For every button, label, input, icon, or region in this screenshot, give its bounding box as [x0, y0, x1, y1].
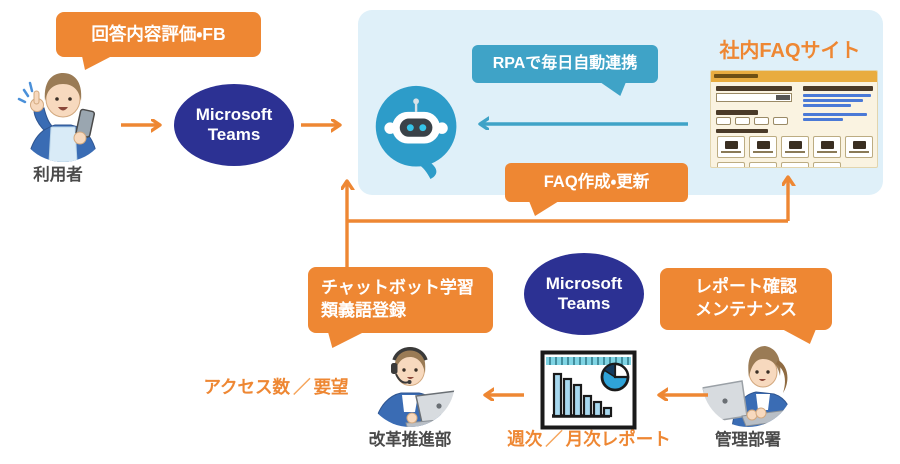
teams-node-user-side: Microsoft Teams — [174, 84, 294, 166]
user-person-illustration — [17, 73, 99, 162]
faq-shot-link — [803, 104, 851, 107]
label-access-part1: アクセス数 — [203, 377, 291, 397]
label-access-requests: アクセス数／要望 — [196, 374, 356, 399]
kanri-person-illustration — [702, 346, 794, 427]
faq-shot-category-card — [813, 136, 841, 158]
faq-shot-category-card — [749, 136, 777, 158]
teams-node-admin-side: Microsoft Teams — [524, 253, 644, 335]
faq-site-title: 社内FAQサイト — [719, 40, 861, 62]
bubble-faq-update: FAQ作成・更新 — [505, 163, 688, 216]
label-weekly-part2: 月次レポート — [565, 429, 671, 449]
kaikaku-person-illustration — [373, 347, 455, 427]
label-weekly-separator: ／ — [545, 429, 563, 449]
bubble-report-maintenance-line1: レポート確認 — [695, 277, 797, 297]
faq-shot-link — [803, 99, 863, 102]
faq-shot-header-text — [714, 74, 758, 78]
faq-shot-category-card — [845, 136, 873, 158]
bubble-rpa-sync-text: RPAで毎日自動連携 — [492, 55, 638, 73]
faq-site-screenshot: ★ — [710, 70, 878, 168]
bubble-answer-evaluation-text: 回答内容評価・FB — [91, 23, 226, 44]
label-access-separator: ／ — [293, 377, 311, 397]
faq-shot-category-card — [749, 162, 777, 167]
faq-shot-tab — [735, 117, 750, 125]
teams-node-label: Microsoft Teams — [545, 273, 623, 313]
faq-shot-header-bar — [711, 71, 877, 82]
label-kanri: 管理部署 — [715, 431, 781, 449]
faq-shot-filter-heading — [716, 110, 758, 115]
faq-shot-tab — [716, 117, 731, 125]
report-chart-icon — [540, 350, 637, 430]
chatbot-icon — [375, 85, 457, 180]
bubble-report-maintenance: レポート確認 メンテナンス — [660, 268, 832, 344]
star-icon: ★ — [823, 167, 831, 168]
faq-shot-tab — [754, 117, 769, 125]
faq-shot-category-heading — [716, 129, 768, 133]
label-weekly-part1: 週次 — [507, 429, 543, 449]
faq-shot-link — [803, 118, 843, 121]
faq-shot-category-card — [717, 136, 745, 158]
faq-shot-link — [803, 113, 867, 116]
bubble-faq-update-text: FAQ作成・更新 — [543, 173, 650, 192]
faq-shot-news-heading — [803, 86, 873, 91]
faq-shot-search-heading — [716, 86, 792, 91]
bubble-tail — [529, 201, 559, 216]
bubble-chatbot-learning: チャットボット学習 類義語登録 — [308, 267, 493, 348]
teams-node-label: Microsoft Teams — [195, 104, 273, 144]
faq-shot-search-button — [776, 95, 790, 100]
faq-shot-search-input — [716, 93, 792, 102]
label-kaikaku: 改革推進部 — [368, 431, 452, 449]
faq-shot-tab — [773, 117, 788, 125]
label-user: 利用者 — [33, 166, 83, 184]
faq-shot-category-card — [781, 162, 809, 167]
bubble-rpa-sync: RPAで毎日自動連携 — [472, 45, 658, 96]
faq-shot-link — [803, 94, 871, 97]
label-access-part2: 要望 — [313, 377, 349, 397]
bubble-chatbot-learning-line2: 類義語登録 — [321, 301, 406, 320]
label-weekly-monthly-report: 週次／月次レポート — [496, 426, 682, 451]
faq-shot-category-card-star: ★ — [813, 162, 841, 168]
faq-shot-category-card — [781, 136, 809, 158]
faq-shot-category-card — [717, 162, 745, 167]
bubble-answer-evaluation: 回答内容評価・FB — [56, 12, 261, 70]
bubble-report-maintenance-line2: メンテナンス — [695, 300, 797, 319]
bubble-chatbot-learning-line1: チャットボット学習 — [321, 278, 474, 298]
